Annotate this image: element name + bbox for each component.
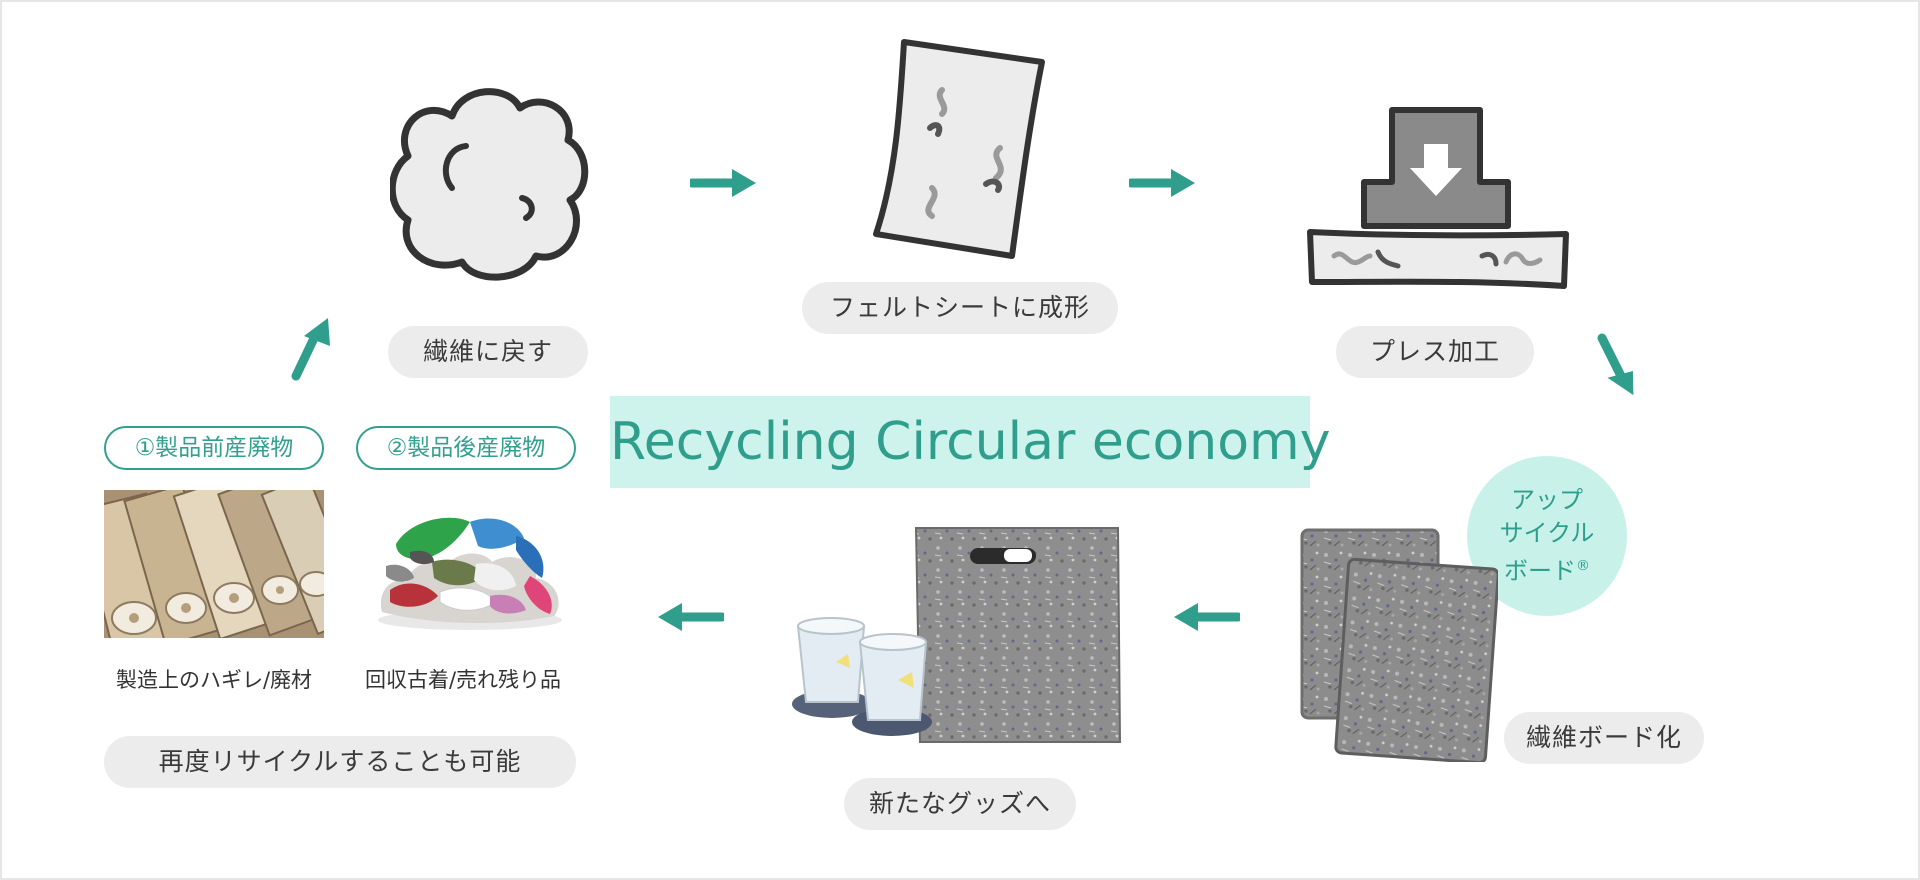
recycle-again-label: 再度リサイクルすることも可能 (104, 736, 576, 788)
badge-line-3-text: ボード (1504, 557, 1576, 585)
fiber-board-photo (1300, 528, 1498, 762)
cotton-icon (390, 88, 589, 281)
step-board-label: 繊維ボード化 (1504, 712, 1704, 764)
felt-sheet-icon (873, 39, 1045, 259)
step-felt-label: フェルトシートに成形 (802, 282, 1118, 334)
step-press-label: プレス加工 (1336, 326, 1534, 378)
arrow-up-right-icon (291, 318, 330, 381)
arrow-right-icon-2 (1129, 169, 1195, 197)
source-tag-post-product: ②製品後産廃物 (356, 426, 576, 470)
clothes-pile-photo (366, 492, 570, 634)
arrow-right-icon-1 (690, 169, 756, 197)
registered-mark: ® (1576, 558, 1590, 574)
fabric-rolls-photo (104, 490, 324, 638)
badge-line-3: ボード® (1504, 550, 1590, 588)
badge-line-2: サイクル (1499, 519, 1595, 547)
source-caption-post-product: 回収古着/売れ残り品 (364, 668, 562, 692)
step-goods-label: 新たなグッズへ (844, 778, 1076, 830)
arrow-left-icon-2 (658, 603, 724, 631)
badge-line-1: アップ (1511, 486, 1583, 514)
step-fiber-label: 繊維に戻す (388, 326, 588, 378)
press-icon (1307, 107, 1569, 289)
source-caption-pre-product: 製造上のハギレ/廃材 (115, 668, 313, 692)
diagram-title: Recycling Circular economy (610, 396, 1330, 488)
recycled-goods-photo (792, 527, 1122, 743)
source-tag-pre-product: ①製品前産廃物 (104, 426, 324, 470)
arrow-down-right-icon (1597, 333, 1634, 396)
arrow-left-icon-1 (1174, 603, 1240, 631)
